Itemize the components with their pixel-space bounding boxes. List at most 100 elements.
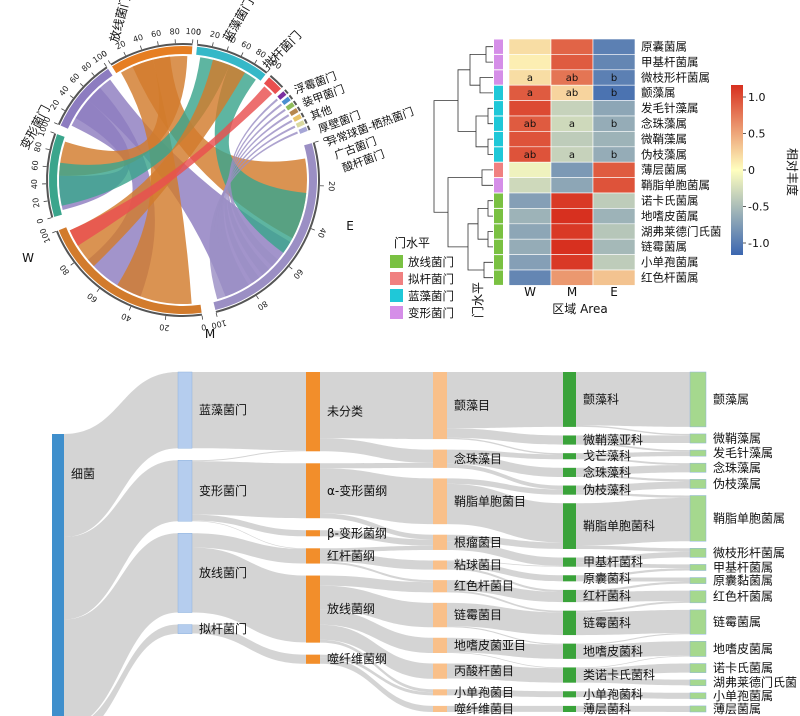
- heatmap-cell-链霉菌属-M: [550, 238, 594, 255]
- sankey-label-甲基杆菌属: 甲基杆菌属: [713, 560, 773, 574]
- chord-tick: [215, 312, 218, 317]
- sankey-link-鞘脂单胞菌目-伪枝藻科: [447, 478, 563, 495]
- heatmap-cell-红色杆菌属-E: [592, 269, 636, 286]
- chord-axis-浮霉菌门: [284, 89, 289, 95]
- chord-segment-酸杆菌门: [298, 126, 308, 134]
- heatmap-phylum-bar-诺卡氏菌属: [494, 193, 503, 208]
- chord-ribbon-酸杆菌门-E: [209, 131, 298, 300]
- sankey-node-微鞘藻亚科: [563, 435, 576, 445]
- heatmap-row-label-甲基杆菌属: 甲基杆菌属: [641, 55, 699, 69]
- sankey-node-丙酸杆菌目: [433, 663, 447, 679]
- heatmap-cell-薄层菌属-M: [550, 161, 594, 178]
- sankey-link-α-变形菌纲-根瘤菌目: [320, 513, 433, 540]
- heatmap-phylum-bar-薄层菌属: [494, 162, 503, 178]
- chord-tick-label: 20: [114, 39, 127, 51]
- sankey-diagram: 细菌蓝藻菌门变形菌门放线菌门拟杆菌门未分类α-变形菌纲β-变形菌纲红杆菌纲放线菌…: [52, 371, 797, 716]
- chord-tick: [107, 60, 111, 65]
- chord-axis-其他: [292, 100, 298, 106]
- sankey-link-链霉菌科-链霉菌属: [576, 609, 690, 636]
- sankey-label-薄层菌属: 薄层菌属: [713, 701, 761, 716]
- heatmap-cell-湖弗莱德门氏菌-W: [508, 223, 552, 240]
- sankey-link-颤藻目-戈芒藻科: [447, 437, 563, 455]
- sankey-node-发毛针藻属: [689, 449, 707, 457]
- chord-ribbon-浮霉菌门-E: [228, 98, 278, 267]
- sankey-node-甲基杆菌属: [689, 564, 707, 571]
- sankey-label-噬纤维菌目: 噬纤维菌目: [454, 701, 514, 716]
- heatmap-cell-小单孢菌属-W: [508, 254, 552, 271]
- sankey-label-根瘤菌目: 根瘤菌目: [454, 534, 502, 549]
- chord-tick: [123, 51, 126, 56]
- sankey-node-鞘脂单胞菌目: [433, 478, 447, 525]
- sankey-link-细菌-放线菌门: [64, 533, 178, 716]
- chord-tick: [267, 68, 271, 73]
- sankey-label-诺卡氏菌属: 诺卡氏菌属: [713, 661, 773, 675]
- heatmap-cell-诺卡氏菌属-M: [550, 192, 594, 209]
- sankey-link-红杆菌科-红色杆菌属: [576, 590, 690, 603]
- sankey-link-鞘脂单胞菌科-微枝形杆菌属: [576, 545, 690, 552]
- chord-label-E: E: [346, 219, 354, 233]
- chord-tick-label: 0: [201, 322, 207, 332]
- heatmap-row-label-小单孢菌属: 小单孢菌属: [641, 255, 699, 269]
- sankey-node-小单孢菌属: [689, 692, 707, 700]
- sankey-link-鞘脂单胞菌目-鞘脂单胞菌科: [447, 483, 563, 543]
- heatmap-cell-微鞘藻属-W: [508, 131, 552, 148]
- dendrogram-branch: [485, 46, 493, 63]
- heatmap-cell-微鞘藻属-M: [550, 131, 594, 148]
- chord-tick: [254, 59, 258, 64]
- sankey-node-红杆菌纲: [306, 548, 320, 564]
- chord-tick-label: 80: [169, 27, 180, 37]
- chord-segment-浮霉菌门: [277, 91, 287, 100]
- sankey-link-变形菌门-红杆菌纲: [192, 520, 306, 549]
- heatmap-row-label-湖弗莱德门氏菌: 湖弗莱德门氏菌: [641, 224, 722, 238]
- chord-tick-label: 0: [100, 49, 109, 59]
- heatmap-row-label-鞘脂单胞菌属: 鞘脂单胞菌属: [641, 178, 710, 192]
- heatmap-x-axis-label: 区域 Area: [552, 302, 607, 316]
- chord-tick: [61, 108, 66, 112]
- chord-tick: [201, 315, 204, 320]
- sankey-link-放线菌纲-地嗜皮菌亚目: [320, 609, 433, 654]
- chord-axis-厚壁菌门: [296, 106, 302, 112]
- chord-ribbon-广古菌门-E: [213, 125, 296, 297]
- chord-tick-label: 100: [185, 27, 201, 37]
- sankey-node-薄层菌科: [563, 705, 576, 712]
- chord-tick-label: 80: [80, 60, 94, 73]
- colorbar-tick-label: -1.0: [748, 237, 769, 250]
- heatmap-annotation: a: [569, 150, 575, 161]
- sankey-link-粘球菌目-原囊菌科: [447, 561, 563, 582]
- heatmap-row-label-薄层菌属: 薄层菌属: [641, 163, 687, 177]
- sankey-link-戈芒藻科-念珠藻属: [576, 457, 690, 466]
- chord-tick-label: 60: [150, 29, 162, 40]
- chord-segment-异常球菌-栖热菌门: [292, 114, 302, 122]
- colorbar-tick-label: 1.0: [748, 91, 766, 104]
- sankey-link-念珠藻科-念珠藻属: [576, 465, 690, 475]
- heatmap-legend-title: 门水平: [394, 235, 430, 250]
- sankey-node-原囊黏菌属: [689, 577, 707, 584]
- sankey-node-原囊菌科: [563, 575, 576, 582]
- sankey-link-念珠藻目-伪枝藻科: [447, 463, 563, 490]
- sankey-node-红杆菌科: [563, 589, 576, 603]
- sankey-label-原囊黏菌属: 原囊黏菌属: [713, 573, 773, 588]
- sankey-node-链霉菌科: [563, 610, 576, 636]
- sankey-label-颤藻属: 颤藻属: [713, 392, 749, 406]
- chord-tick-label: 60: [86, 291, 100, 304]
- chord-segment-拟杆菌门: [263, 77, 282, 95]
- sankey-link-细菌-变形菌门: [64, 460, 178, 620]
- sankey-link-α-变形菌纲-念珠藻目: [320, 462, 433, 469]
- heatmap-annotation: ab: [524, 119, 536, 130]
- heatmap-cell-鞘脂单胞菌属-M: [550, 177, 594, 194]
- sankey-node-拟杆菌门: [177, 624, 193, 634]
- chord-axis-M: [55, 230, 203, 317]
- chord-tick-label: 60: [240, 39, 253, 51]
- chord-tick-label: 20: [209, 29, 221, 40]
- sankey-link-颤藻目-颤藻科: [447, 372, 563, 429]
- dendrogram-branch: [483, 261, 493, 279]
- sankey-link-红色杆菌目-链霉菌科: [447, 590, 563, 613]
- sankey-node-地嗜皮菌属: [689, 641, 707, 657]
- chord-ribbon-装甲菌门-E: [226, 103, 283, 275]
- chord-axis-酸杆菌门: [306, 125, 311, 131]
- heatmap-phylum-bar-湖弗莱德门氏菌: [494, 224, 503, 239]
- sankey-node-噬纤维菌纲: [306, 654, 320, 664]
- sankey-label-念珠藻目: 念珠藻目: [454, 451, 502, 466]
- chord-tick-label: 40: [57, 84, 70, 98]
- heatmap-legend-label-变形菌门: 变形菌门: [408, 306, 454, 320]
